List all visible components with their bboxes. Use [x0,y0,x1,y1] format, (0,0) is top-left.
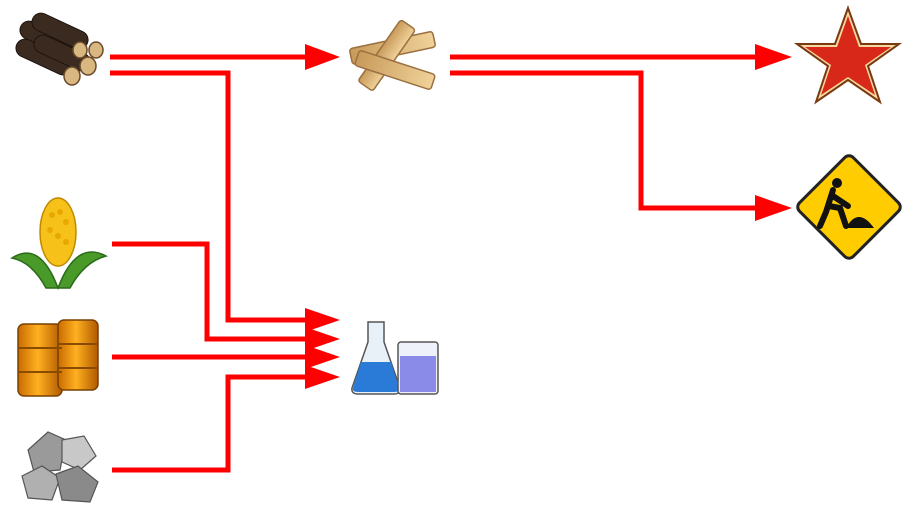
arrow-planks-to-construction [450,70,760,211]
red-star-icon [793,5,903,105]
arrowhead [305,365,340,389]
arrowhead [305,308,340,332]
chemistry-flask-icon [351,321,439,395]
stone-icon [21,431,99,503]
arrowhead [305,44,340,70]
arrowhead [755,44,792,70]
arrowheads [305,44,792,389]
arrows [110,54,760,473]
planks-icon [349,19,436,91]
arrowhead [755,195,792,221]
construction-sign-icon [796,154,902,260]
oil-barrels-icon [17,319,99,397]
logs-icon [15,12,104,86]
arrowhead [305,327,340,351]
arrow-corn-to-chemistry [112,241,310,342]
arrow-logs-to-chemistry [110,70,310,323]
arrowhead [305,345,340,369]
arrow-stone-to-chemistry [112,374,310,473]
corn-icon [10,197,109,291]
